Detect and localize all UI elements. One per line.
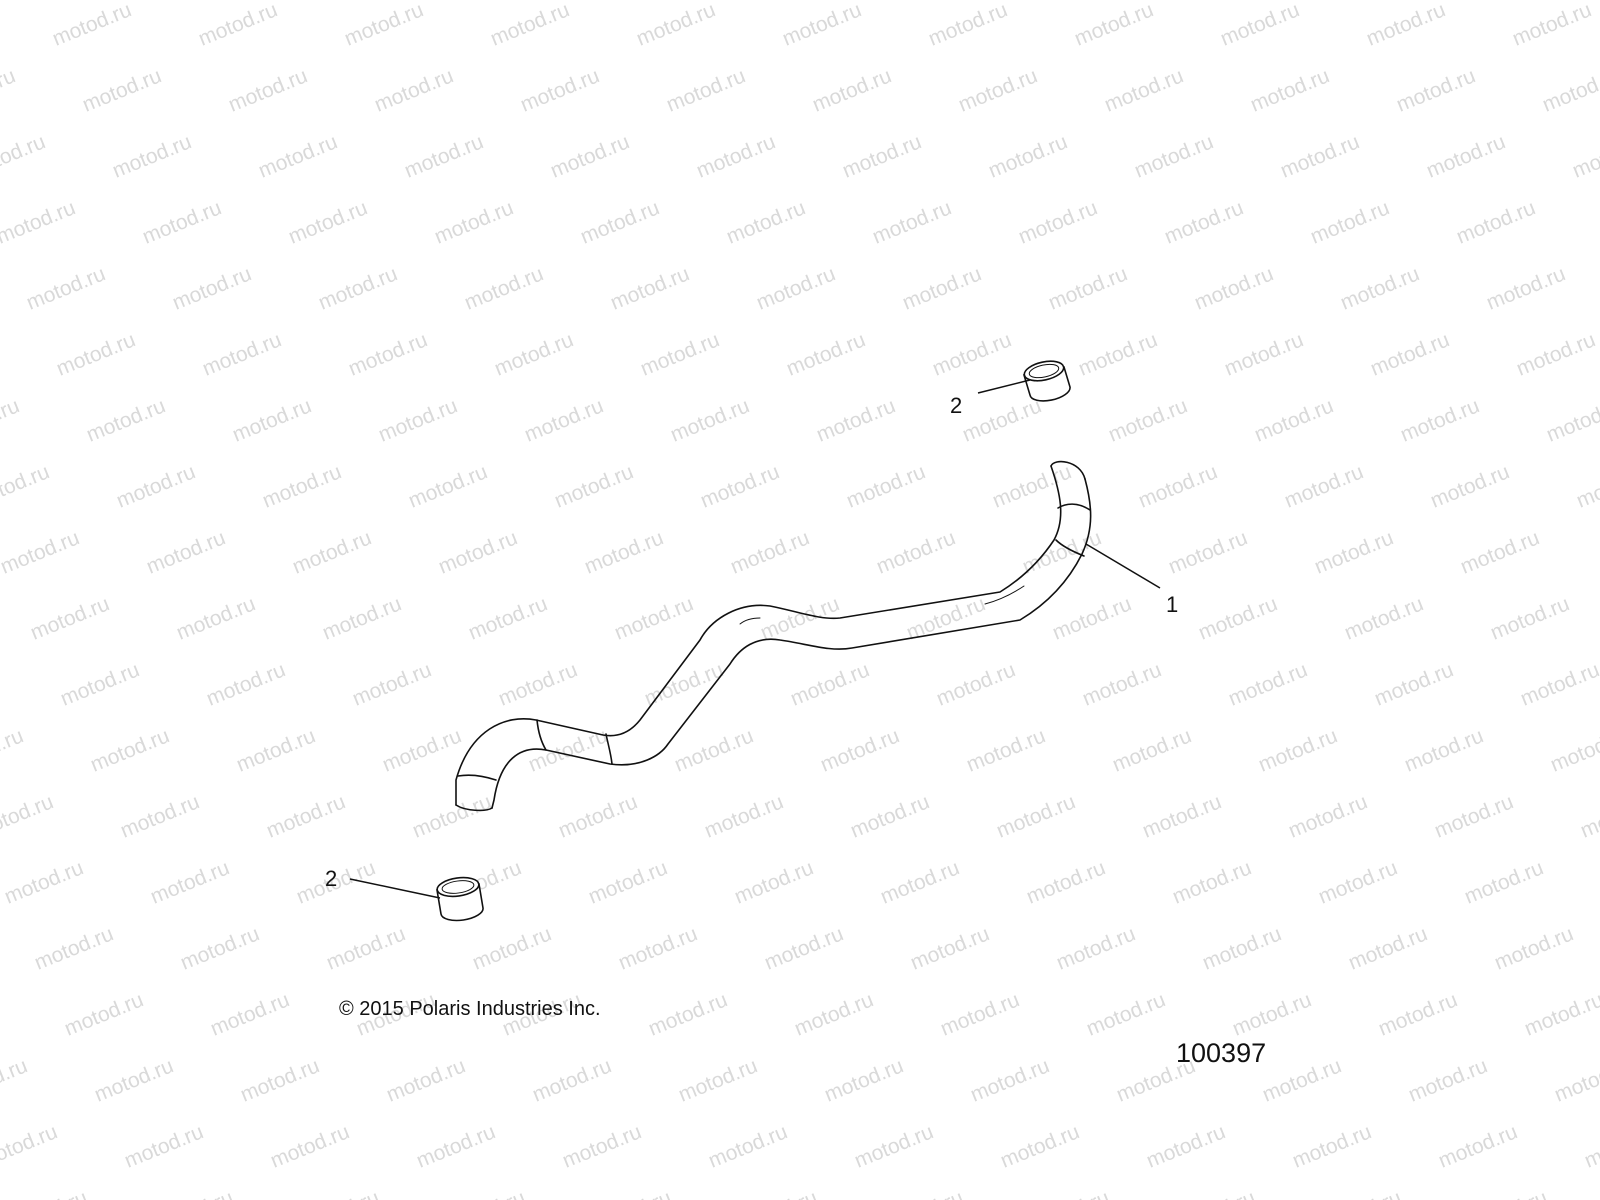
- hose-seam-5: [457, 774, 497, 781]
- callout-2-lower: 2: [325, 866, 337, 891]
- hose-shade-1: [984, 585, 1025, 605]
- diagram-reference-number: 100397: [1176, 1038, 1267, 1068]
- hose-outline-upper: [455, 465, 1062, 806]
- hose-outline-lower: [491, 478, 1092, 809]
- hose-seam-2: [1055, 539, 1085, 557]
- leader-line-2-upper: [977, 379, 1031, 394]
- clamp-upper: [1022, 360, 1071, 402]
- hose-seam-3: [605, 733, 613, 765]
- hose-end-upper: [1050, 460, 1086, 480]
- hose-shade-2: [739, 617, 761, 625]
- leader-line-1: [1085, 543, 1161, 589]
- hose-seam-1: [1057, 503, 1091, 511]
- hose-seam-4: [536, 719, 547, 751]
- callout-2-upper: 2: [950, 393, 962, 418]
- copyright-text: © 2015 Polaris Industries Inc.: [339, 998, 601, 1020]
- callout-1: 1: [1166, 592, 1178, 617]
- clamp-lower: [436, 876, 484, 922]
- hose-end-lower: [455, 804, 493, 812]
- leader-line-2-lower: [349, 878, 441, 899]
- hose: [455, 460, 1092, 812]
